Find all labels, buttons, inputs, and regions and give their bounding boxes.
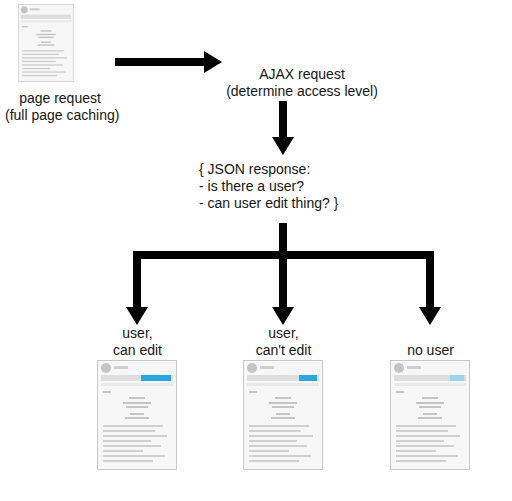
node-label: page request (full page caching) (5, 90, 115, 124)
outcome-node: user, can't edit (236, 325, 331, 473)
connector-layer (115, 62, 430, 309)
node-label: user, can edit (90, 325, 185, 359)
page-thumbnail (18, 4, 73, 81)
flow-arrow (115, 58, 206, 66)
flow-arrow (137, 223, 283, 309)
outcome-node: no user (383, 325, 478, 473)
node-label: { JSON response: - is there a user? - ca… (195, 161, 380, 212)
node-label: user, can't edit (236, 325, 331, 359)
outcome-node: user, can edit (90, 325, 185, 473)
page-thumbnail (391, 361, 470, 470)
page-thumbnail (391, 361, 470, 470)
login-toolbar (450, 375, 464, 381)
node-label: AJAX request (determine access level) (222, 66, 382, 100)
page-thumbnail (244, 361, 323, 470)
flow-arrow (279, 101, 287, 139)
node-label: no user (383, 342, 478, 359)
page-thumbnail (98, 361, 177, 470)
page-node: page request (full page caching) (5, 4, 115, 124)
step-node: AJAX request (determine access level) (222, 55, 382, 101)
page-thumbnail (244, 361, 323, 470)
edit-toolbar (141, 375, 171, 381)
response-node: { JSON response: - is there a user? - ca… (195, 155, 380, 223)
page-thumbnail (98, 361, 177, 470)
flow-arrow (283, 223, 430, 309)
user-toolbar (299, 375, 317, 381)
page-thumbnail (18, 4, 73, 81)
